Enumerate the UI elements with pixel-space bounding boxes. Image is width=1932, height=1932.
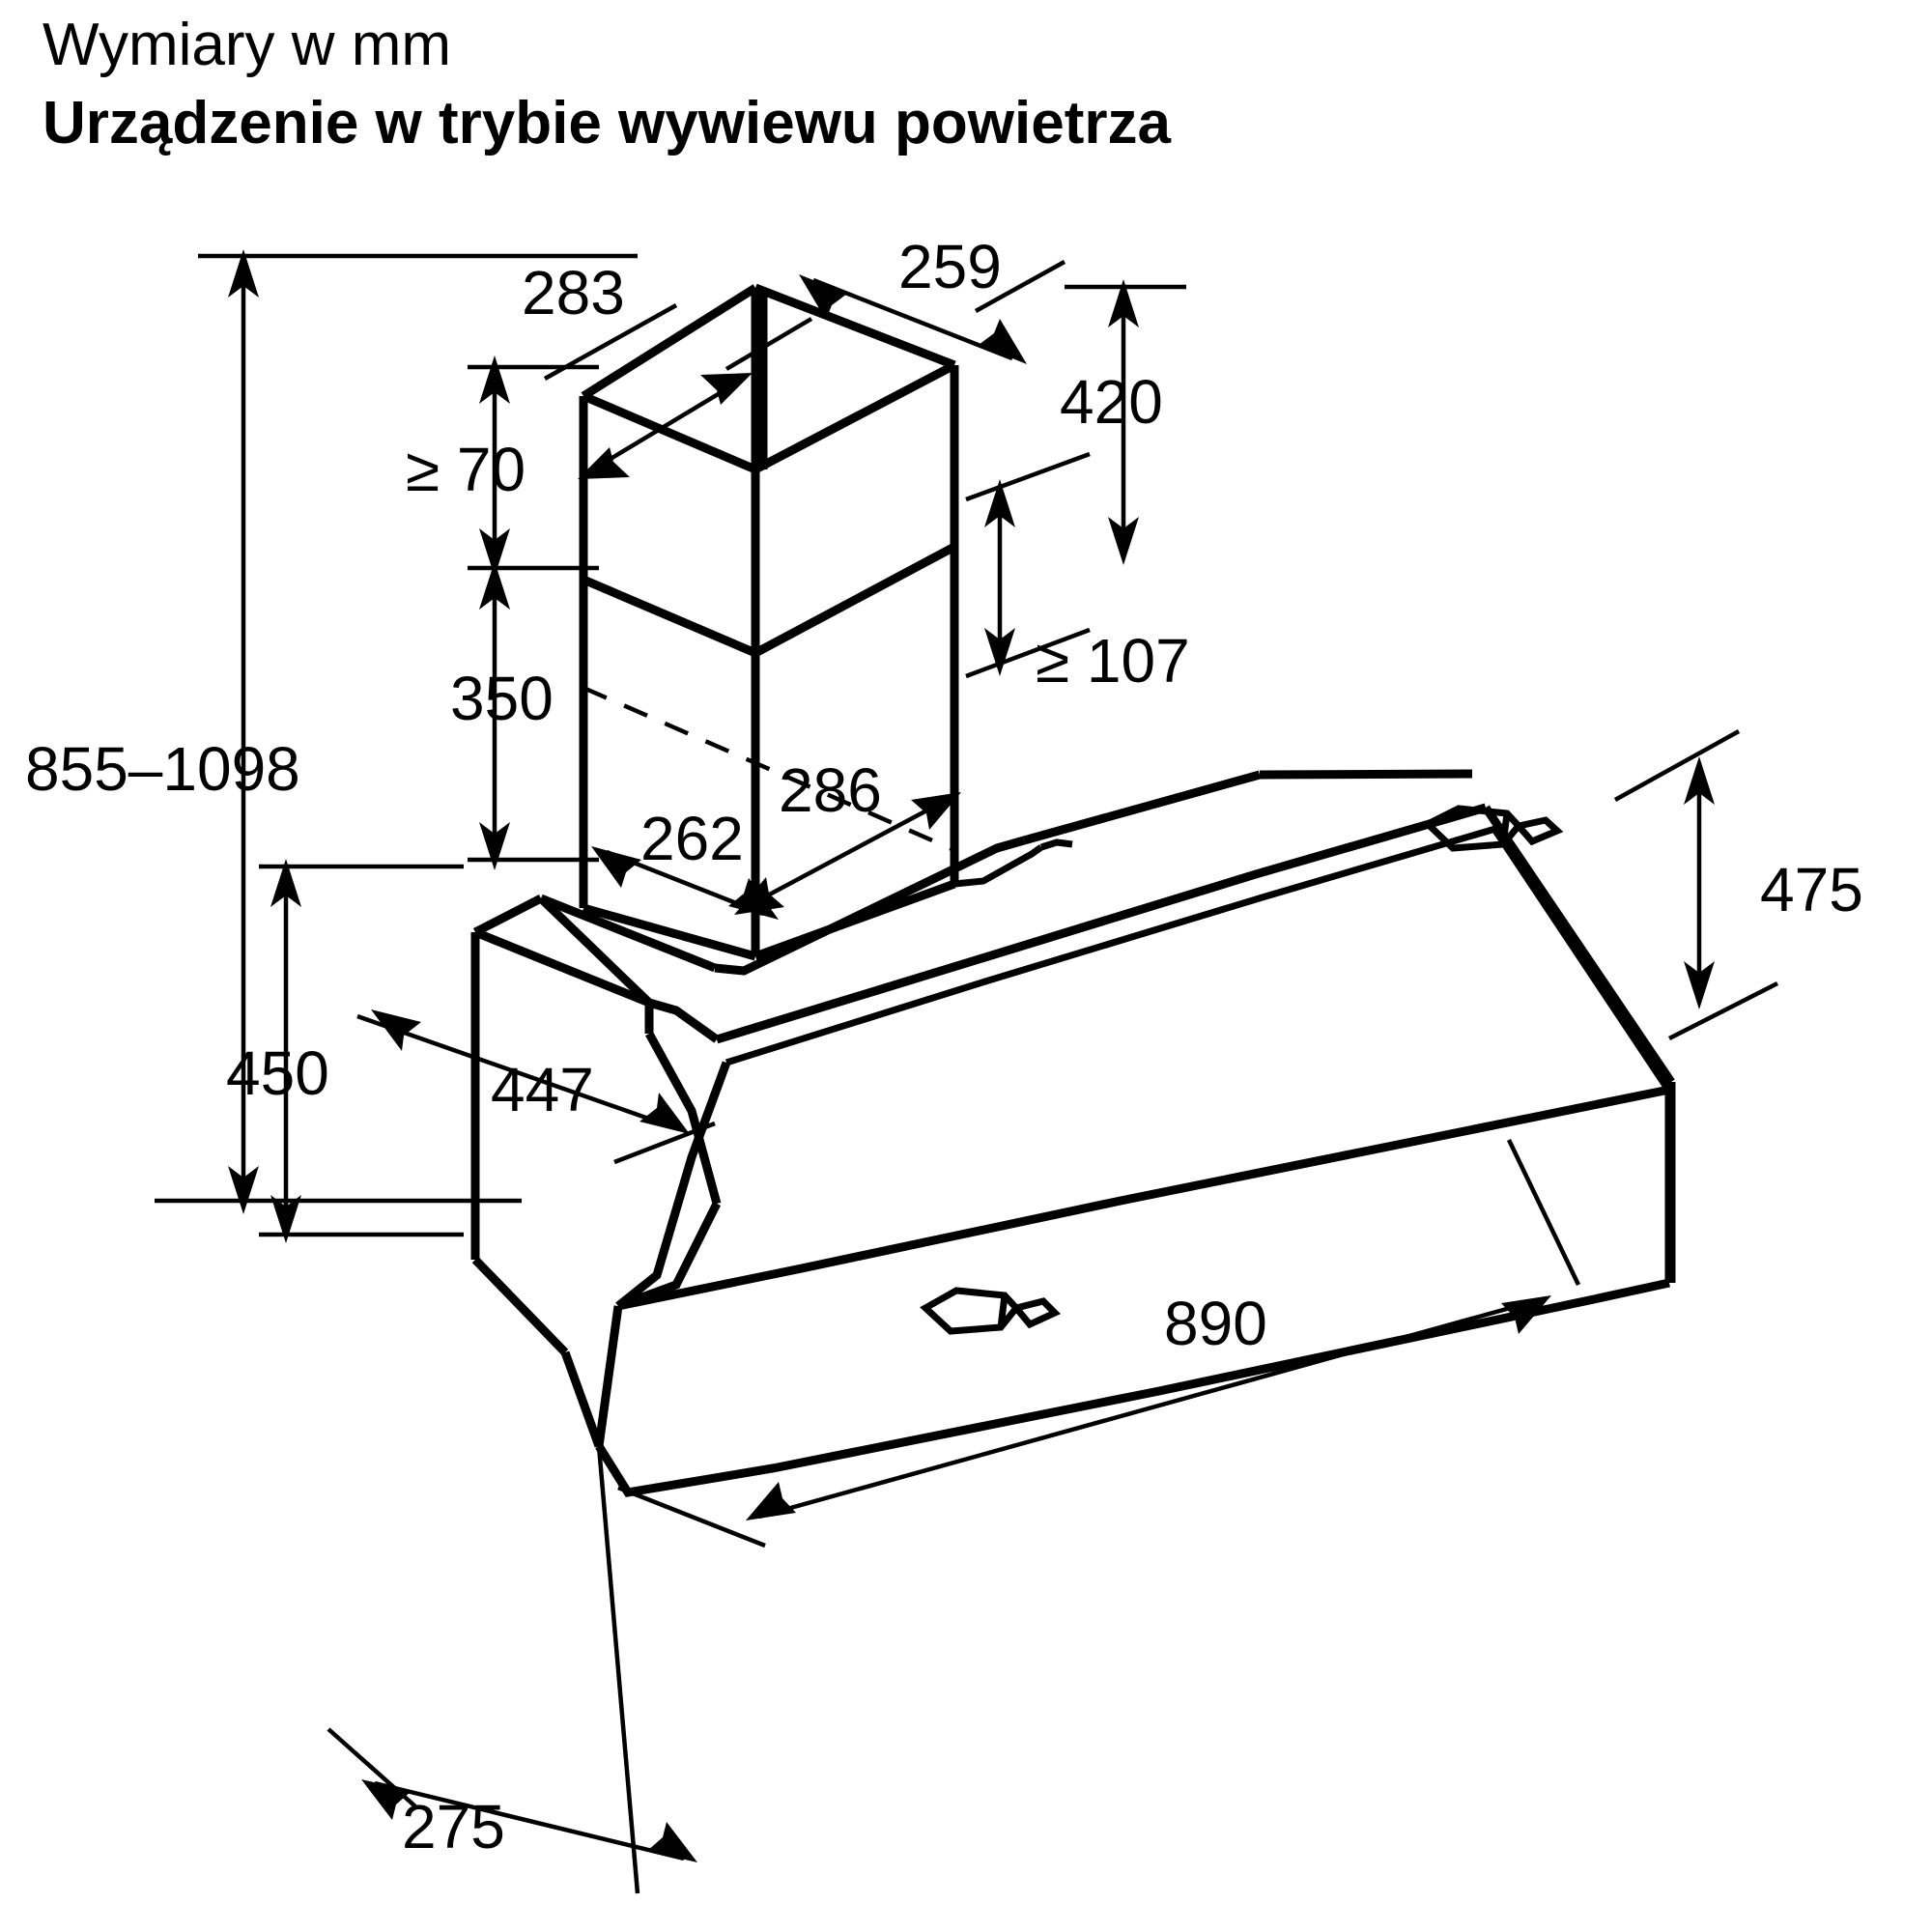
- label-min-107: ≥ 107: [1036, 626, 1190, 696]
- label-890: 890: [1164, 1289, 1267, 1358]
- control-knob-upper-icon: [1422, 805, 1564, 852]
- label-420: 420: [1060, 367, 1163, 437]
- dimension-line-min-107: [965, 451, 1091, 679]
- page-title: Urządzenie w trybie wywiewu powietrza: [43, 90, 1171, 157]
- dimension-line-275: [327, 1445, 697, 1894]
- dimension-line-447: [356, 1009, 716, 1165]
- label-286: 286: [779, 755, 882, 825]
- label-283: 283: [522, 258, 625, 327]
- label-855-1098: 855–1098: [25, 734, 300, 804]
- label-447: 447: [491, 1055, 594, 1124]
- units-subtitle: Wymiary w mm: [43, 12, 452, 78]
- dimension-line-890: [617, 1139, 1581, 1548]
- label-350: 350: [450, 664, 554, 733]
- label-259: 259: [898, 232, 1002, 301]
- hood-top-plate: [470, 836, 1026, 1260]
- dimension-line-259: [799, 260, 1066, 364]
- dimension-line-min-70: [468, 355, 599, 577]
- glass-front-panel: [594, 803, 1676, 1497]
- dimension-line-420: [1065, 279, 1186, 565]
- dimension-line-350: [468, 561, 599, 870]
- dimension-line-450: [259, 859, 464, 1243]
- label-450: 450: [226, 1038, 329, 1108]
- label-min-70: ≥ 70: [406, 435, 526, 504]
- label-262: 262: [640, 804, 744, 873]
- hood-left-end-panel: [471, 1031, 722, 1448]
- heading-block: Wymiary w mm Urządzenie w trybie wywiewu…: [43, 14, 1878, 157]
- dimension-line-475: [1613, 729, 1779, 1041]
- dimension-line-855-1098: [155, 249, 638, 1214]
- chimney-upper: [579, 283, 959, 956]
- control-knob-lower-icon: [920, 1287, 1062, 1335]
- dimension-labels: 283 259 420 ≥ 70 350 ≥ 107 286 262 855–1…: [25, 232, 1863, 1861]
- hood-top-deck: [953, 769, 1473, 888]
- dimension-line-286: [734, 792, 961, 915]
- label-275: 275: [402, 1792, 505, 1861]
- label-475: 475: [1760, 855, 1863, 924]
